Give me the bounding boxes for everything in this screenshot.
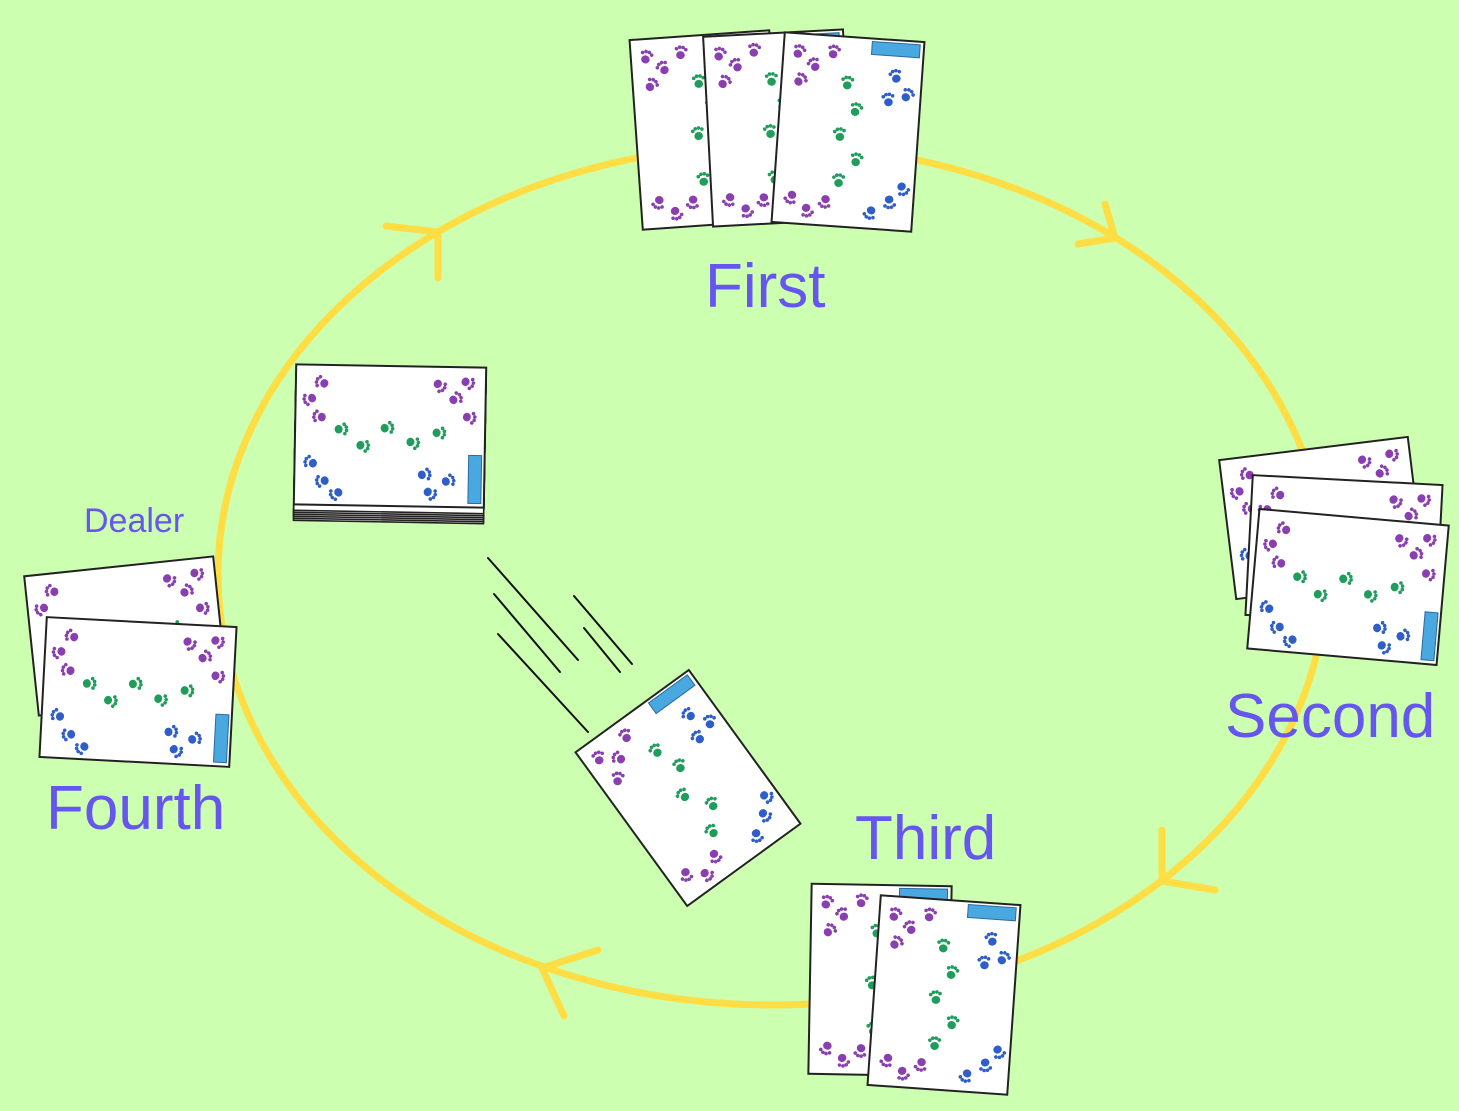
direction-arrows [382, 200, 1219, 1020]
second-player-pile [1219, 437, 1449, 665]
card [772, 32, 925, 231]
label-fourth: Fourth [46, 774, 226, 843]
dealt-card [576, 670, 801, 906]
first-player-pile [630, 29, 925, 231]
label-second: Second [1225, 682, 1436, 751]
arrow-top-left-icon [382, 222, 442, 282]
label-dealer: Dealer [84, 502, 185, 540]
arrow-bottom-left-icon [537, 946, 602, 1020]
third-player-pile [808, 884, 1020, 1095]
card [1247, 509, 1448, 665]
dealer-deck [292, 364, 487, 525]
motion-lines [487, 557, 633, 733]
card [868, 895, 1021, 1094]
card [39, 617, 236, 767]
arrow-bottom-right-icon [1158, 826, 1219, 894]
label-third: Third [855, 804, 997, 873]
label-first: First [705, 252, 826, 321]
fourth-player-pile [24, 556, 236, 766]
arrow-top-right-icon [1074, 200, 1120, 248]
